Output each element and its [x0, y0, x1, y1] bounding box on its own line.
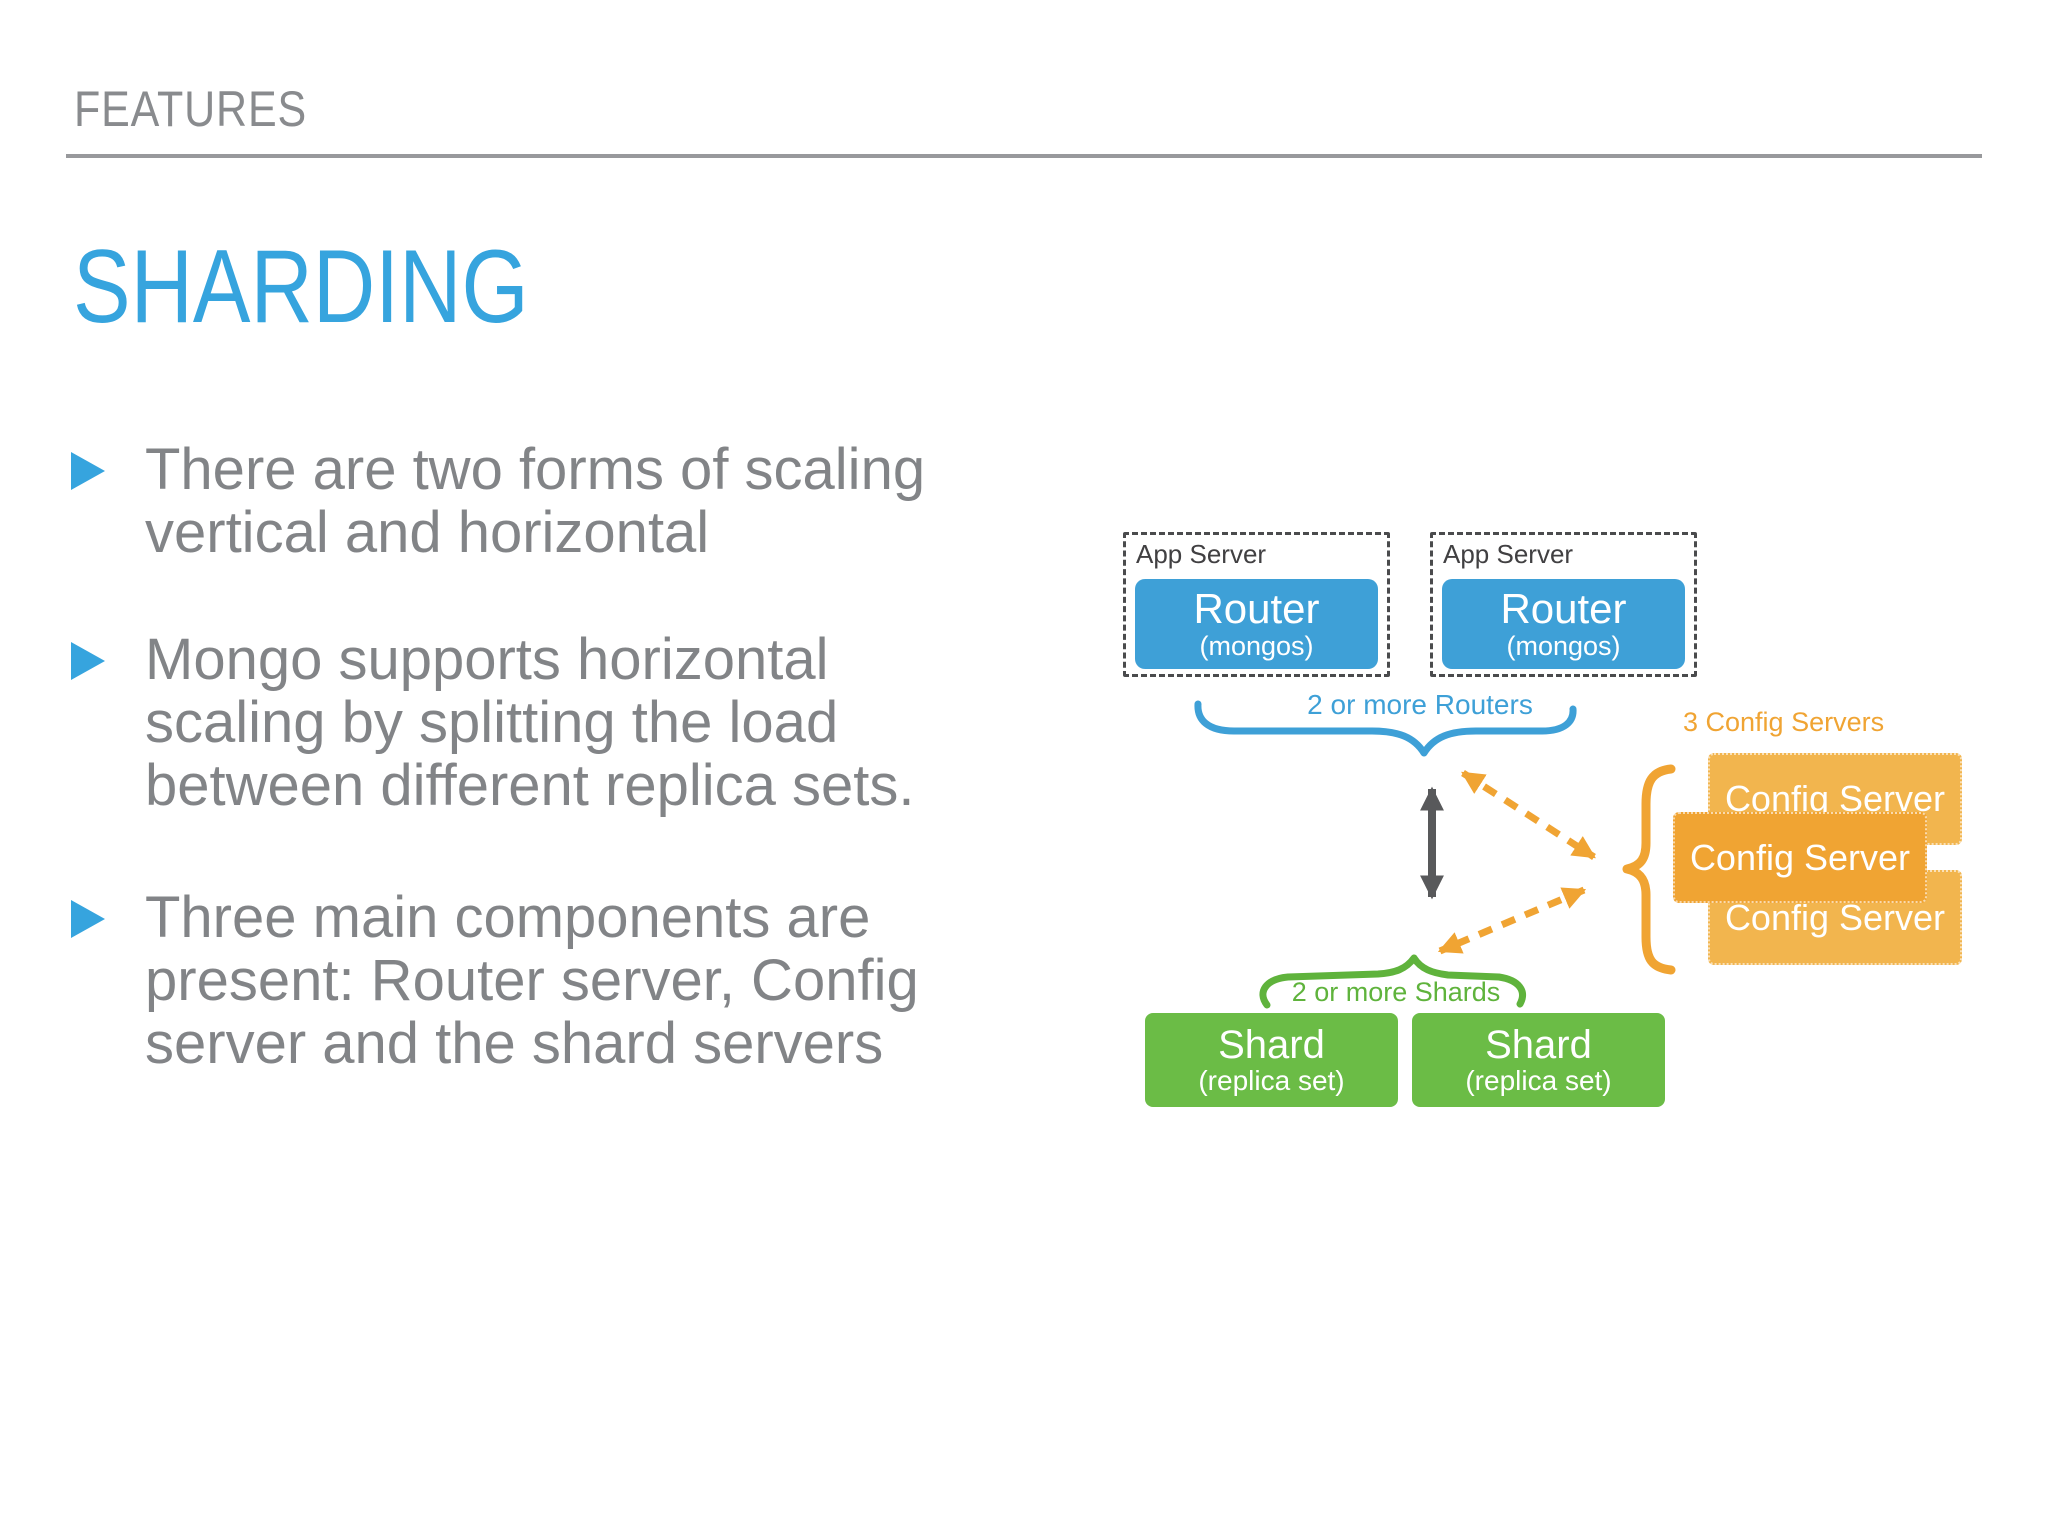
router-title: Router — [1193, 585, 1320, 633]
config-server-label: Config Server — [1724, 896, 1946, 938]
config-server-box-2: Config Server — [1673, 812, 1927, 903]
router-subtitle: (mongos) — [1199, 630, 1314, 661]
routers-caption: 2 or more Routers — [1307, 689, 1533, 720]
config-brace — [1622, 764, 1676, 975]
header-divider — [66, 154, 1982, 158]
bullet-triangle-icon — [71, 642, 105, 680]
app-server-label: App Server — [1136, 539, 1267, 569]
config-shard-arrow — [1437, 886, 1587, 955]
shard-title: Shard — [1485, 1022, 1592, 1067]
slide-title: SHARDING — [73, 229, 529, 345]
app-server-box-1: App Server Router (mongos) — [1123, 532, 1390, 677]
shards-caption: 2 or more Shards — [1291, 977, 1501, 1007]
shard-box-1: Shard (replica set) — [1145, 1013, 1398, 1107]
app-server-box-2: App Server Router (mongos) — [1430, 532, 1697, 677]
bullet-text: Mongo supports horizontal scaling by spl… — [145, 627, 915, 818]
router-config-arrow — [1461, 770, 1596, 860]
config-server-label: Config Server — [1689, 836, 1911, 878]
shard-subtitle: (replica set) — [1465, 1064, 1612, 1096]
bullet-triangle-icon — [71, 900, 105, 938]
router-box-2: Router (mongos) — [1442, 579, 1685, 669]
router-subtitle: (mongos) — [1506, 630, 1621, 661]
shard-subtitle: (replica set) — [1198, 1064, 1345, 1096]
slide-kicker: FEATURES — [74, 81, 308, 137]
bullet-item: Mongo supports horizontal scaling by spl… — [71, 628, 1225, 817]
app-server-label: App Server — [1443, 539, 1574, 569]
bullet-text: Three main components are present: Route… — [145, 885, 919, 1076]
shard-box-2: Shard (replica set) — [1412, 1013, 1665, 1107]
bullet-item: Three main components are present: Route… — [71, 886, 1225, 1075]
config-servers-caption: 3 Config Servers — [1683, 707, 1885, 737]
bullet-text: There are two forms of scaling vertical … — [145, 437, 926, 565]
router-title: Router — [1500, 585, 1627, 633]
shard-title: Shard — [1218, 1022, 1325, 1067]
bullet-triangle-icon — [71, 452, 105, 490]
bullet-item: There are two forms of scaling vertical … — [71, 438, 1225, 564]
router-box-1: Router (mongos) — [1135, 579, 1378, 669]
